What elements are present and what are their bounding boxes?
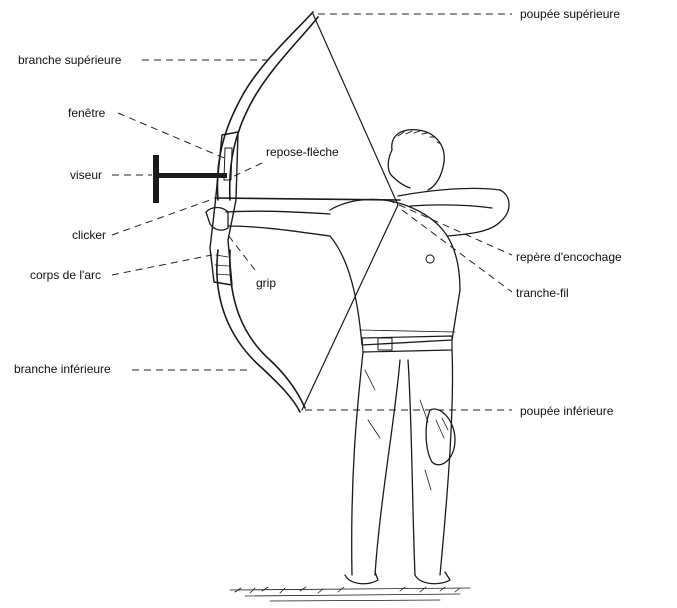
bow (209, 11, 319, 413)
bowstring (301, 13, 399, 411)
archer (205, 129, 510, 585)
label-grip: grip (256, 276, 277, 290)
ground (229, 586, 471, 602)
leader-lines (111, 13, 513, 411)
label-clicker: clicker (72, 228, 107, 242)
label-tranche-fil: tranche-fil (516, 286, 569, 300)
label-repere-encochage: repère d'encochage (516, 250, 622, 264)
label-corps-de-larc: corps de l'arc (30, 268, 101, 282)
label-viseur: viseur (70, 168, 103, 182)
label-poupee-inferieure: poupée inférieure (520, 404, 614, 418)
label-branche-superieure: branche supérieure (18, 53, 122, 67)
label-repose-fleche: repose-flèche (266, 145, 339, 159)
sight (153, 155, 227, 203)
label-poupee-superieure: poupée supérieure (520, 7, 621, 21)
label-fenetre: fenêtre (68, 106, 106, 120)
label-branche-inferieure: branche inférieure (14, 362, 111, 376)
